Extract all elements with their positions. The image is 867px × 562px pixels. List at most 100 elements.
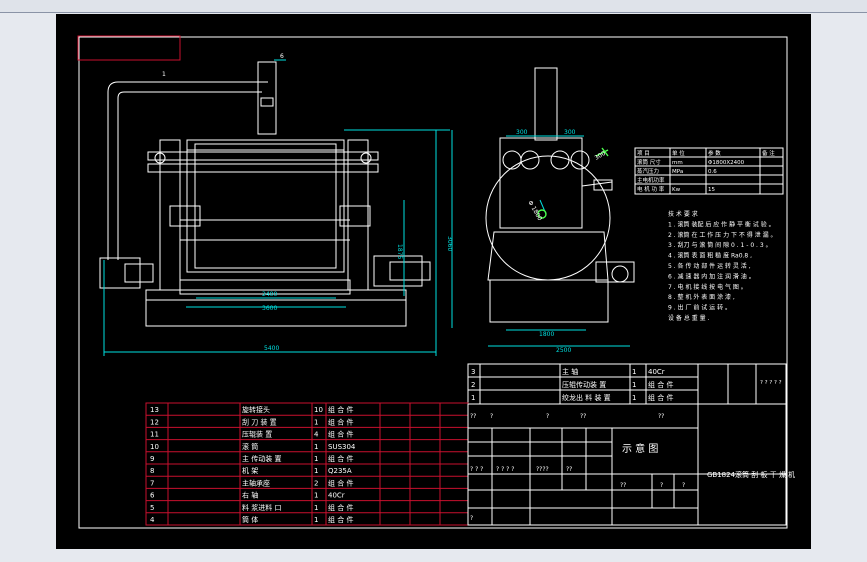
bom-lower-cell: 12 (150, 418, 159, 426)
feed-inlet (257, 61, 277, 135)
bom-lower-cell: 1 (314, 504, 318, 512)
dim-width-total: 5400 (264, 345, 279, 352)
bom-lower-cell: 主 传动装 置 (242, 454, 281, 463)
bom-lower-cell: 10 (314, 406, 323, 414)
bom-lower-cell: 主轴承座 (242, 478, 270, 487)
title-mark: ?? (620, 482, 626, 489)
spec-cell: 主电机功率 (637, 176, 665, 184)
bom-lower-cell: 2 (314, 479, 318, 487)
bom-lower-cell: 6 (150, 492, 155, 500)
tech-note-line: 8 . 整 机 外 表 面 涂 漆 , (668, 293, 735, 301)
title-mark: ? (682, 482, 685, 489)
right-drive (373, 255, 423, 287)
dim-pipe-label: 1 (162, 71, 166, 78)
feed-pipe-inner (117, 91, 262, 260)
tech-note-line: 9 . 出 厂 前 试 运 转 。 (668, 304, 731, 312)
spec-cell: Kw (672, 187, 681, 193)
spec-cell: 电 机 功 率 (637, 185, 665, 193)
side-trough (487, 231, 609, 281)
side-green-marks (537, 147, 609, 219)
bom-lower-cell: 组 合 件 (328, 503, 353, 512)
title-mark: ? (470, 515, 473, 522)
tech-note-line: 3 . 刮刀 与 滚 筒 间 隙 0 . 1 - 0 . 3 。 (668, 241, 772, 249)
spec-cell: 单 位 (672, 149, 685, 157)
bom-lower-cell: 7 (150, 479, 154, 487)
press-roll-lower (147, 163, 379, 173)
title-mark: ? (490, 413, 493, 420)
dim-side-bottom: 1800 (539, 331, 554, 338)
bom-lower-cell: 刮 刀 装 置 (242, 417, 277, 426)
title-block: 示 意 图 GB1824滚筒 刮 板 干 燥 机 ????????? ? ?? … (467, 403, 795, 526)
front-view (99, 61, 431, 327)
side-frame (499, 137, 583, 229)
left-margin (0, 13, 56, 562)
header-divider (0, 12, 867, 13)
bom-upper-cell: 3 (471, 368, 475, 376)
spec-cell: 0.6 (708, 169, 717, 175)
right-margin (811, 13, 867, 562)
dim-side-total: 2500 (556, 347, 571, 354)
bom-lower-cell: 右 轴 (242, 491, 258, 500)
spec-cell: 15 (708, 187, 715, 193)
bom-upper-cell: 压辊传动装 置 (562, 380, 606, 389)
bom-lower-cell: 组 合 件 (328, 405, 353, 414)
spec-cell: MPa (672, 169, 683, 175)
bom-lower-cell: 滚 筒 (242, 442, 258, 451)
bom-lower-cell: 11 (150, 431, 159, 439)
drawing-svg: 2400 3600 5400 3060 1875 6 1 (77, 35, 795, 529)
front-dimensions (103, 59, 453, 356)
bom-upper-cell: 组 合 件 (648, 393, 673, 402)
bom-upper-cell: 组 合 件 (648, 380, 673, 389)
side-view (485, 67, 635, 323)
bom-lower-cell: 1 (314, 492, 318, 500)
bom-lower-cell: 组 合 件 (328, 478, 353, 487)
bom-lower-cell: 组 合 件 (328, 417, 353, 426)
tech-note-line: 6 . 减 速 器 内 加 注 润 滑 油 。 (668, 272, 755, 280)
title-mark: ? ? ? (470, 466, 483, 473)
side-base (489, 279, 609, 323)
bom-lower-cell: 机 架 (242, 466, 258, 475)
title-mark: ?? (658, 413, 664, 420)
tech-note-line: 技 术 要 求 (668, 210, 698, 218)
dim-height-total: 3060 (446, 236, 453, 251)
bom-lower-cell: 料 浆进料 口 (242, 503, 281, 512)
side-dimension-labels: 300 300 1800 2500 Φ 1800 300 (516, 129, 607, 354)
bom-lower-cell: 组 合 件 (328, 454, 353, 463)
drawing-title: 示 意 图 (622, 442, 658, 455)
outer-frame (78, 36, 788, 529)
corner-label-box (77, 35, 181, 61)
dim-height-mid: 1875 (396, 244, 403, 259)
bom-lower-cell: 40Cr (328, 492, 345, 500)
tech-note-line: 4 . 滚筒 表 面 粗 糙 度 Ra0.8 , (668, 252, 752, 260)
spec-cell: 蒸汽压力 (637, 167, 659, 175)
title-mark: ?? (580, 413, 586, 420)
machine-base (145, 289, 407, 327)
bom-lower-cell: 旋转接头 (242, 405, 270, 414)
title-mark: ? ? ? ? (496, 466, 514, 473)
bom-lower-cell: 组 合 件 (328, 430, 353, 439)
dim-side-right: 300 (594, 150, 608, 162)
tech-note-line: 2 . 滚筒 在 工 作 压 力 下 不 得 泄 漏 。 (668, 231, 777, 239)
side-inlet (534, 67, 558, 141)
title-mark: ?? (470, 413, 476, 420)
bom-lower-cell: 组 合 件 (328, 515, 353, 524)
title-mark: ? (660, 482, 663, 489)
inlet-flange (260, 97, 274, 107)
bom-lower-cell: 8 (150, 467, 154, 475)
bom-lower-cell: 筒 体 (242, 515, 258, 524)
bom-lower-cell: SUS304 (328, 443, 356, 451)
front-dimension-labels: 2400 3600 5400 3060 1875 6 1 (162, 53, 453, 352)
spec-cell: 参 数 (708, 149, 721, 157)
bom-lower-cell: 1 (314, 443, 318, 451)
bom-lower-cell: 1 (314, 455, 318, 463)
title-mark: ?? (566, 466, 572, 473)
bom-upper-cell: 主 轴 (562, 367, 578, 376)
drawing-canvas[interactable]: 2400 3600 5400 3060 1875 6 1 (56, 14, 811, 549)
dim-width-inner: 2400 (262, 291, 277, 298)
dim-side-top-left: 300 (516, 129, 528, 136)
bom-upper-cell: 1 (632, 368, 636, 376)
tech-note-line: 设 备 总 重 量 . (668, 314, 710, 322)
tech-note-line: 7 . 电 机 接 线 按 电 气 图 。 (668, 283, 747, 291)
